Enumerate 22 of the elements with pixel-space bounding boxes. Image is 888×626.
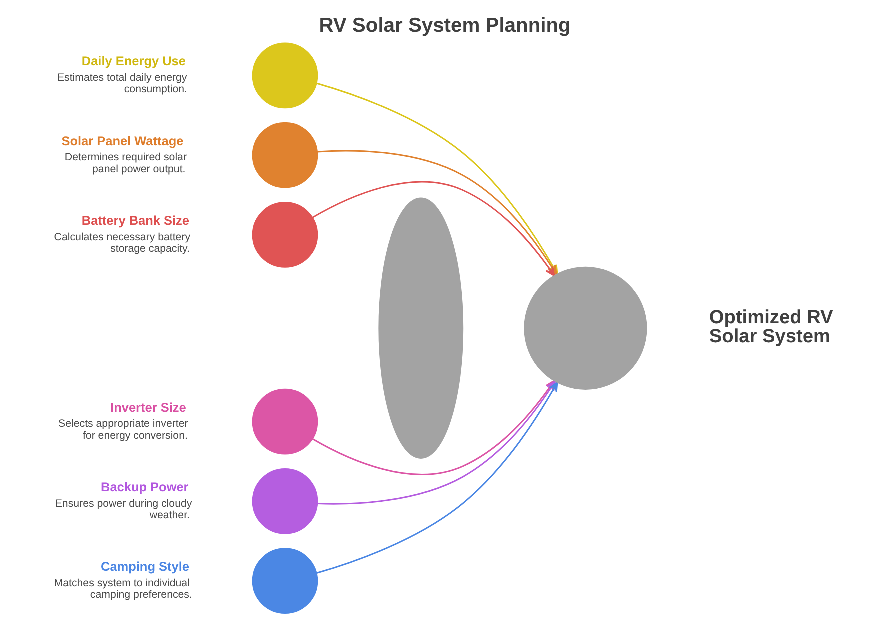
- node-label: Ensures power during cloudy weather.: [54, 498, 192, 522]
- node-label: Inverter Size: [110, 400, 186, 415]
- node-label: Calculates necessary battery storage capacity.: [54, 231, 190, 255]
- node-circle: [252, 122, 318, 188]
- node-label: Optimized RV Solar System: [708, 308, 833, 348]
- node-label: Determines required solar panel power output.: [64, 152, 186, 176]
- diagram-title: RV Solar System Planning: [318, 14, 570, 37]
- node-label: Backup Power: [100, 479, 188, 494]
- node-ellipse: [378, 198, 464, 459]
- node-circle: [252, 42, 318, 109]
- node-circle: [252, 388, 318, 455]
- node-circle: [252, 202, 318, 268]
- node-label: Camping Style: [100, 559, 189, 574]
- node-circle: [252, 548, 318, 614]
- node-circle: [252, 468, 318, 534]
- node-label: Battery Bank Size: [81, 212, 189, 228]
- node-label: Daily Energy Use: [81, 54, 186, 69]
- arrow: [312, 181, 555, 277]
- node-label: Estimates total daily energy consumption.: [56, 72, 187, 96]
- node-label: Selects appropriate inverter for energy conversion.: [58, 418, 188, 442]
- node-label: Matches system to individual camping preferences.: [54, 577, 192, 602]
- node-label: Solar Panel Wattage: [61, 133, 184, 148]
